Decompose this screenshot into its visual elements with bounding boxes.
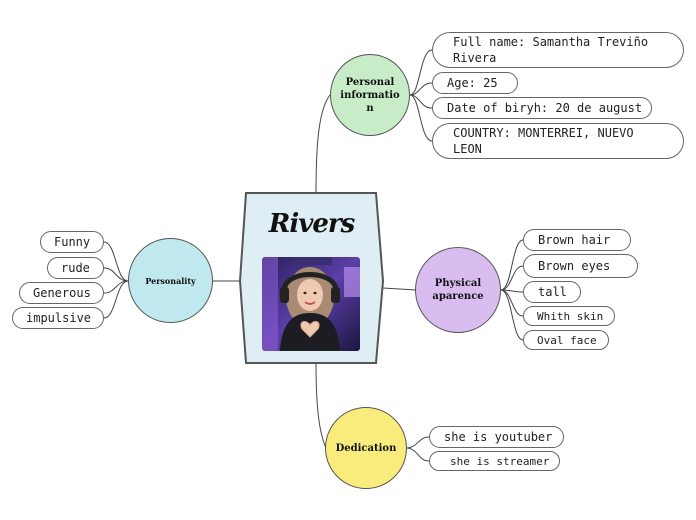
leaf-rude[interactable]: rude (47, 257, 104, 279)
leaf-full-name[interactable]: Full name: Samantha Treviño Rivera (432, 32, 684, 68)
leaf-youtuber[interactable]: she is youtuber (429, 426, 564, 448)
central-title: Rivers (268, 209, 355, 239)
leaf-oval-face[interactable]: Oval face (523, 330, 609, 350)
node-personality[interactable]: Personality (128, 238, 213, 323)
node-personality-label: Personality (145, 275, 196, 286)
leaf-tall[interactable]: tall (523, 281, 581, 303)
leaf-country[interactable]: COUNTRY: MONTERREI, NUEVO LEON (432, 123, 684, 159)
central-photo (262, 257, 360, 351)
leaf-impulsive[interactable]: impulsive (12, 307, 104, 329)
leaf-funny[interactable]: Funny (40, 231, 104, 253)
leaf-age[interactable]: Age: 25 (432, 72, 518, 94)
central-node[interactable]: Rivers (240, 193, 383, 363)
node-dedication-label: Dedication (335, 442, 397, 454)
leaf-date-of-birth[interactable]: Date of biryh: 20 de august (432, 97, 652, 119)
node-personal-information-label: Personal informatio n (340, 76, 400, 114)
node-personal-information[interactable]: Personal informatio n (330, 54, 410, 136)
leaf-streamer[interactable]: she is streamer (429, 451, 560, 471)
leaf-whith-skin[interactable]: Whith skin (523, 306, 615, 326)
node-physical-aparence[interactable]: Physical aparence (415, 247, 501, 333)
leaf-brown-hair[interactable]: Brown hair (523, 229, 631, 251)
node-physical-aparence-label: Physical aparence (432, 278, 484, 302)
leaf-generous[interactable]: Generous (19, 282, 104, 304)
leaf-brown-eyes[interactable]: Brown eyes (523, 254, 638, 278)
node-dedication[interactable]: Dedication (325, 407, 407, 489)
